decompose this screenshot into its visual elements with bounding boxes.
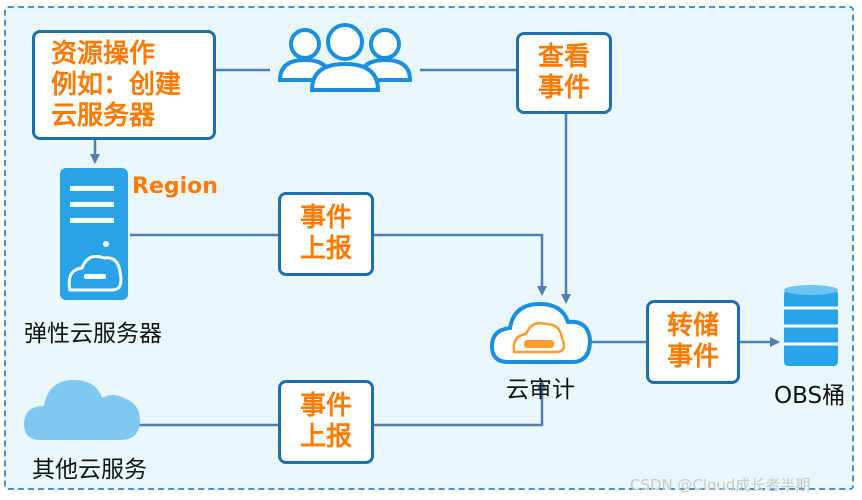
server-icon — [60, 168, 128, 300]
cloud-audit-icon — [489, 301, 593, 364]
dump-event-box: 转储 事件 — [646, 300, 740, 384]
watermark: CSDN @Cloud成长者半期 — [630, 476, 811, 494]
report-event-box-1: 事件 上报 — [278, 192, 374, 276]
view-event-text: 查看 事件 — [537, 42, 590, 103]
arrow-report1-to-cts — [374, 233, 547, 296]
ecs-label: 弹性云服务器 — [24, 321, 162, 347]
cloud-icon — [24, 380, 140, 440]
arrow-report2-to-cts — [374, 380, 547, 427]
report-event-text-1: 事件 上报 — [299, 203, 352, 264]
database-icon — [784, 285, 838, 366]
dump-event-text: 转储 事件 — [666, 311, 719, 372]
cts-label: 云审计 — [506, 377, 575, 403]
users-icon — [277, 23, 413, 92]
report-event-text-2: 事件 上报 — [299, 391, 352, 452]
view-event-box: 查看 事件 — [516, 32, 612, 114]
report-event-box-2: 事件 上报 — [278, 380, 374, 464]
resource-operation-box: 资源操作 例如：创建 云服务器 — [32, 30, 216, 140]
obs-label: OBS桶 — [774, 383, 846, 409]
resource-operation-text: 资源操作 例如：创建 云服务器 — [51, 38, 182, 131]
region-label: Region — [132, 174, 218, 199]
other-cloud-label: 其他云服务 — [32, 457, 147, 483]
